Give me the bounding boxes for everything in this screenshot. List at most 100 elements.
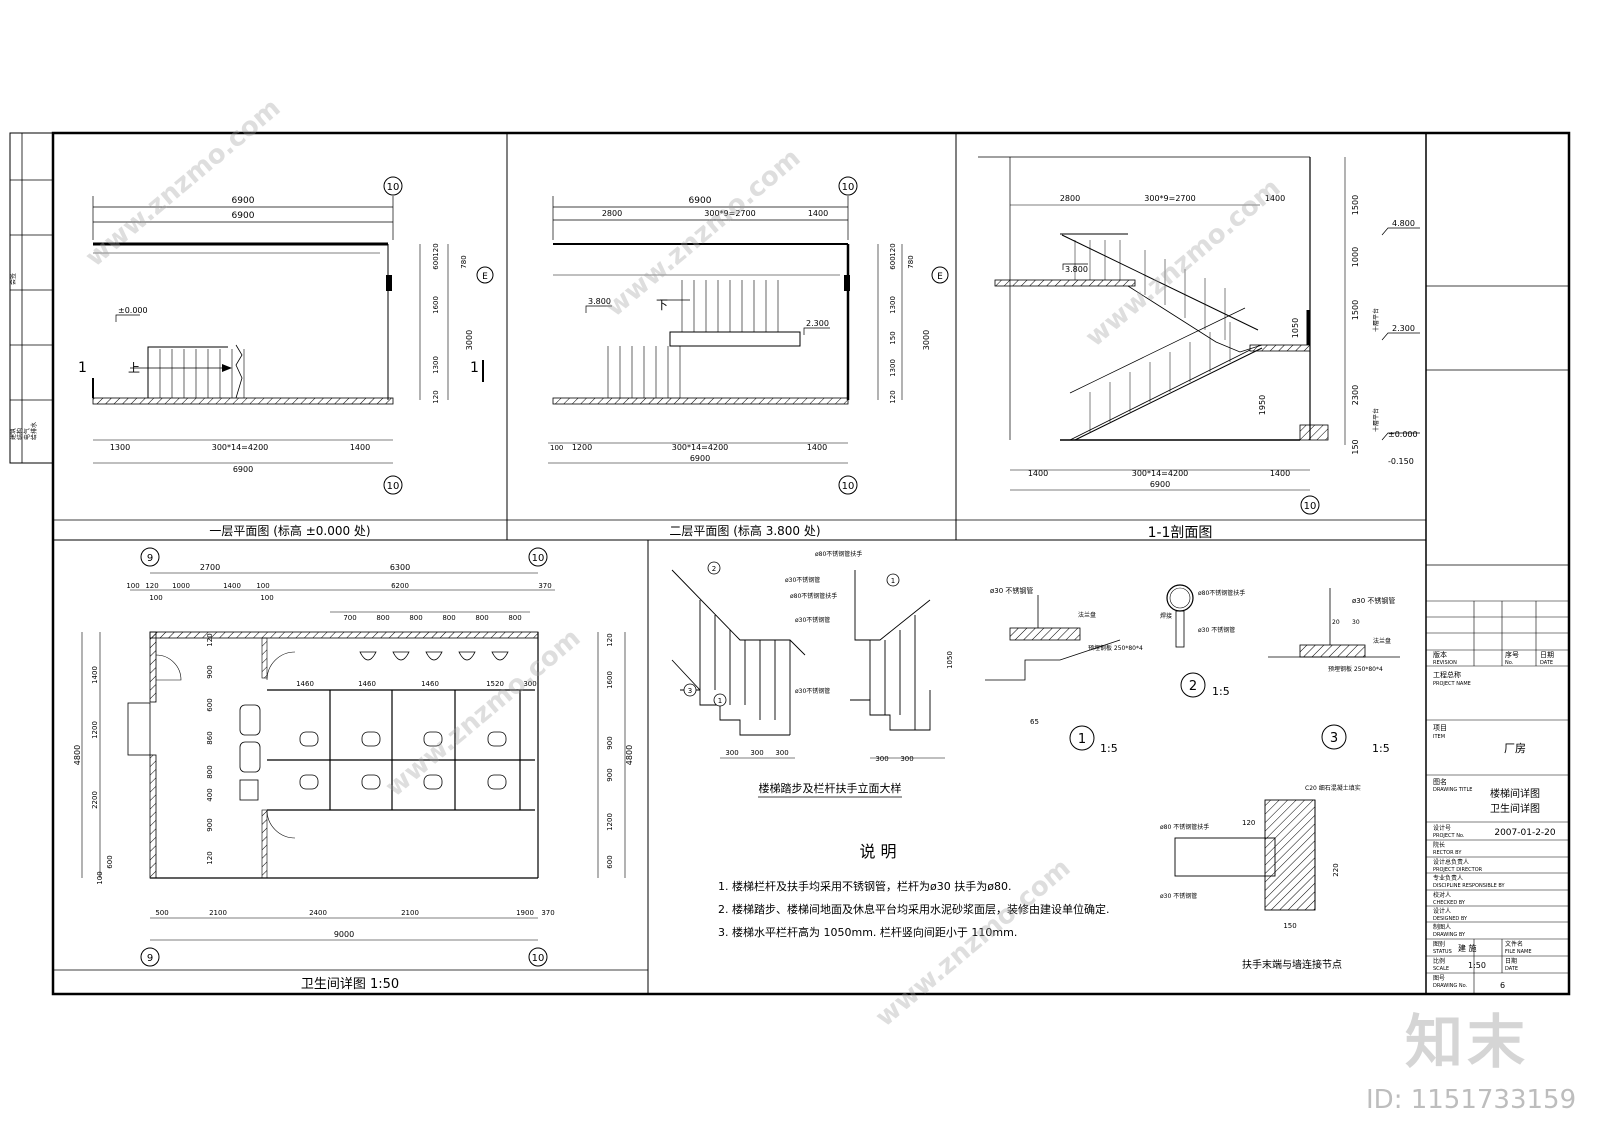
axis-top: 10	[842, 182, 855, 193]
dim-i8: 120	[206, 851, 214, 864]
tb-rector-en: RECTOR BY	[1433, 850, 1462, 856]
dim-t2: 300*9=2700	[1144, 194, 1195, 203]
plan2-title: 二层平面图 (标高 3.800 处)	[669, 523, 820, 538]
dim-top-total: 6900	[689, 196, 712, 206]
dim-r5: 120	[432, 390, 440, 403]
tb-project-en: PROJECT NAME	[1433, 681, 1471, 687]
dim-300c: 300	[775, 749, 788, 757]
dim-r2: 1000	[1351, 247, 1360, 267]
dim-r4: 2300	[1351, 385, 1360, 405]
dim-r1: 120	[432, 243, 440, 256]
dim-r-total: 3000	[465, 330, 474, 350]
dim-r3: 900	[606, 736, 614, 749]
dim-b-total: 6900	[690, 454, 710, 463]
dim-100: 100	[126, 582, 139, 590]
tb-seq-en: No.	[1505, 660, 1514, 666]
dim-u6: 800	[508, 614, 521, 622]
dim-r5: 1300	[889, 359, 897, 377]
dim-b3: 1400	[1270, 469, 1290, 478]
axis-label: 10	[387, 182, 400, 193]
dim-b1: 1200	[572, 443, 592, 452]
note-2: 2. 楼梯踏步、楼梯间地面及休息平台均采用水泥砂浆面层，装修由建设单位确定.	[718, 902, 1110, 916]
label-plate: 预埋钢板 250*80*4	[1088, 644, 1143, 652]
dim-b-total: 6900	[233, 465, 253, 474]
dim-b2: 300*14=4200	[672, 443, 729, 452]
dim-100d: 100	[260, 594, 273, 602]
marker-2: 2	[712, 565, 716, 573]
node-num: 1	[1078, 732, 1086, 747]
tb-scale-en: SCALE	[1433, 966, 1449, 972]
dim-r3: 1600	[432, 296, 440, 314]
dim-r2: 600	[432, 256, 440, 269]
cut-mark-right: 1	[470, 360, 479, 376]
dim-30: 30	[1352, 619, 1360, 626]
marker-1: 1	[891, 577, 895, 585]
dim-r-top: 780	[907, 255, 915, 268]
tb-revision-en: REVISION	[1433, 660, 1457, 666]
tb-title-2: 卫生间详图	[1490, 802, 1540, 815]
level-2300: 2.300	[1392, 324, 1415, 333]
countersign-strip	[9, 132, 54, 464]
level-0: ±0.000	[1388, 430, 1418, 439]
label-pipe: ø30 不锈钢管	[1160, 892, 1197, 900]
stair-detail-title: 楼梯踏步及栏杆扶手立面大样	[759, 781, 902, 795]
dim-1400: 1400	[223, 582, 241, 590]
dim-r5: 1200	[606, 813, 614, 831]
tb-item-value: 厂房	[1504, 742, 1526, 755]
dim-top-total-2: 6900	[232, 211, 255, 221]
node-scale: 1:5	[1212, 685, 1230, 698]
dim-r6: 120	[889, 390, 897, 403]
countersign-architecture: 建筑	[9, 428, 17, 440]
dim-100b: 100	[256, 582, 269, 590]
dim-l3: 2200	[91, 791, 99, 809]
dim-top-total: 6900	[232, 196, 255, 206]
toilet-title: 卫生间详图 1:50	[301, 977, 399, 992]
level-b: 2.300	[806, 319, 829, 328]
dim-b2: 300*14=4200	[212, 443, 269, 452]
level-neg: -0.150	[1388, 457, 1414, 466]
dim-b-total: 9000	[334, 930, 354, 939]
dim-r2: 600	[889, 256, 897, 269]
dim-r2: 1600	[606, 671, 614, 689]
dim-r4: 150	[889, 331, 897, 344]
node-scale: 1:5	[1372, 742, 1390, 755]
tb-designed-cn: 设计人	[1433, 907, 1451, 915]
dim-100c: 100	[149, 594, 162, 602]
axis-bubble	[383, 176, 403, 196]
tb-discipline-en: DISCIPLINE RESPONSIBLE BY	[1433, 883, 1505, 889]
dim-s3: 1460	[421, 680, 439, 688]
tb-scale-value: 1:50	[1468, 961, 1486, 970]
label-handrail: ø80 不锈钢管扶手	[1160, 823, 1209, 831]
dim-i5: 800	[206, 765, 214, 778]
tb-no-cn: 设计号	[1433, 824, 1451, 832]
dim-b3: 1400	[807, 443, 827, 452]
dim-r3: 1500	[1351, 300, 1360, 320]
level-mark: ±0.000	[118, 306, 148, 315]
dim-u2: 800	[376, 614, 389, 622]
stair-railing-detail: 2 1 3 1 ø80不锈钢管扶手 ø30不锈钢管 ø80不锈钢管扶手 ø30不…	[671, 550, 954, 798]
tb-scale-cn: 比例	[1433, 957, 1445, 965]
tb-director-en: PROJECT DIRECTOR	[1433, 867, 1483, 873]
tb-date2-en: DATE	[1505, 966, 1518, 972]
level-4800: 4.800	[1392, 219, 1415, 228]
axis-10: 10	[532, 553, 545, 564]
sheet-border	[51, 131, 1571, 996]
dim-t1: 2800	[1060, 194, 1080, 203]
dim-150: 150	[1283, 922, 1296, 930]
section-title: 1-1剖面图	[1148, 525, 1213, 541]
dim-1950: 1950	[1258, 395, 1267, 415]
dim-b-total: 6900	[1150, 480, 1170, 489]
dim-t3: 1400	[808, 209, 828, 218]
marker-3: 3	[688, 687, 692, 695]
dim-2700: 2700	[200, 563, 220, 572]
node-1-detail: ø30 不锈钢管 法兰盘 预埋钢板 250*80*4 65 1 1:5	[985, 586, 1143, 755]
dim-l-total: 4800	[73, 745, 82, 765]
dim-b1: 1300	[110, 443, 130, 452]
dim-r1: 1500	[1351, 195, 1360, 215]
dim-300d: 300	[875, 755, 888, 763]
tb-checked-cn: 校对人	[1433, 891, 1451, 899]
node-2-detail: ø80不锈钢管扶手 焊接 ø30 不锈钢管 2 1:5	[1160, 584, 1245, 698]
tb-drawno-en: DRAWING No.	[1433, 983, 1468, 989]
tb-director-cn: 设计总负责人	[1433, 858, 1469, 866]
level-3800: 3.800	[1065, 265, 1088, 274]
